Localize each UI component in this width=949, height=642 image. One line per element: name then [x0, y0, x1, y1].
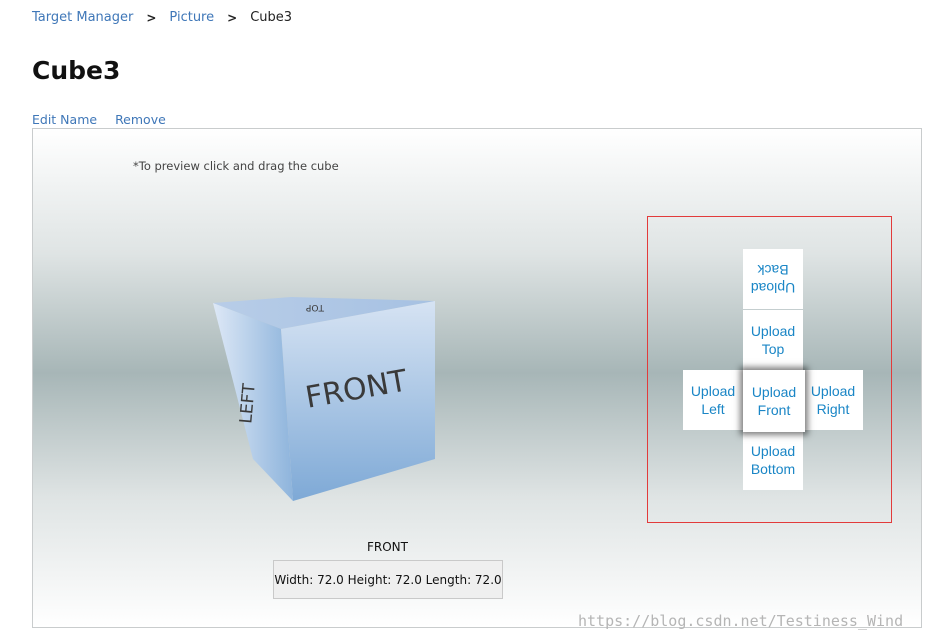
edit-name-link[interactable]: Edit Name [32, 112, 98, 127]
remove-link[interactable]: Remove [115, 112, 166, 127]
upload-top-button[interactable]: Upload Top [743, 310, 803, 370]
upload-front-button[interactable]: Upload Front [743, 370, 805, 432]
upload-top-label: Upload Top [750, 323, 796, 357]
breadcrumb: Target Manager > Picture > Cube3 [32, 10, 292, 25]
upload-bottom-button[interactable]: Upload Bottom [743, 430, 803, 490]
upload-front-label: Upload Front [751, 384, 797, 418]
breadcrumb-link-target-manager[interactable]: Target Manager [32, 10, 134, 25]
watermark: https://blog.csdn.net/Testiness_Wind [578, 612, 904, 630]
preview-hint: *To preview click and drag the cube [133, 159, 339, 173]
selected-face-label: FRONT [367, 540, 408, 554]
breadcrumb-current: Cube3 [250, 10, 293, 25]
cube-front-face [281, 301, 435, 501]
cube-preview-stage: *To preview click and drag the cube FRON… [32, 128, 922, 628]
cube-left-label: LEFT [236, 382, 259, 424]
upload-left-button[interactable]: Upload Left [683, 370, 743, 430]
upload-right-label: Upload Right [810, 383, 856, 417]
upload-back-button[interactable]: Upload Back [743, 249, 803, 309]
cube-preview[interactable]: FRONT LEFT TOP [203, 289, 443, 509]
upload-left-label: Upload Left [690, 383, 736, 417]
upload-back-label: Upload Back [750, 262, 796, 296]
dimensions-box: Width: 72.0 Height: 72.0 Length: 72.0 [273, 560, 503, 599]
upload-bottom-label: Upload Bottom [750, 443, 796, 477]
page-title: Cube3 [32, 56, 121, 85]
dimensions-text: Width: 72.0 Height: 72.0 Length: 72.0 [274, 572, 502, 587]
breadcrumb-separator: > [227, 10, 238, 25]
cube-top-face [213, 297, 435, 329]
face-uploader-panel: Upload Back Upload Top Upload Left Uploa… [647, 216, 892, 523]
breadcrumb-link-picture[interactable]: Picture [169, 10, 215, 25]
target-actions: Edit Name Remove [32, 112, 166, 127]
upload-right-button[interactable]: Upload Right [803, 370, 863, 430]
cube-left-face [213, 303, 293, 501]
cube-top-label: TOP [305, 302, 325, 312]
breadcrumb-separator: > [146, 10, 157, 25]
